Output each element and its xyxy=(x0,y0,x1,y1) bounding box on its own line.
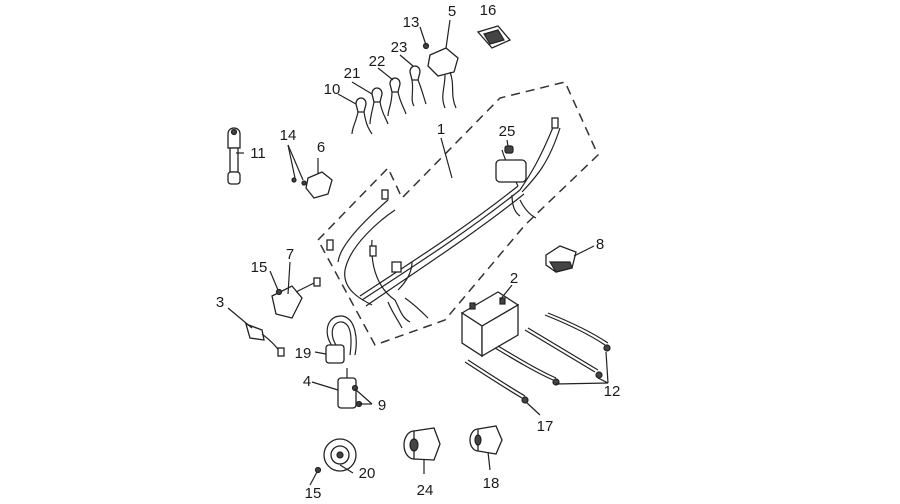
callout-22: 22 xyxy=(369,53,386,70)
part-3-sensor xyxy=(245,322,285,357)
part-6-unit xyxy=(291,171,333,199)
ignition-coil xyxy=(325,315,363,409)
callout-15-lower: 15 xyxy=(305,485,322,499)
main-wiring-harness xyxy=(326,117,561,329)
callout-23: 23 xyxy=(391,39,408,56)
callout-4: 4 xyxy=(303,373,311,390)
part-25-fitting xyxy=(504,145,514,154)
callout-24: 24 xyxy=(417,482,434,499)
callout-14: 14 xyxy=(280,127,297,144)
part-11-switch xyxy=(227,127,241,185)
callout-25: 25 xyxy=(499,123,516,140)
callout-7: 7 xyxy=(286,246,294,263)
callout-12: 12 xyxy=(604,383,621,400)
callout-5: 5 xyxy=(448,3,456,20)
part-16-cover xyxy=(476,25,512,49)
callout-18: 18 xyxy=(483,475,500,492)
callout-17: 17 xyxy=(537,418,554,435)
callout-2: 2 xyxy=(510,270,518,287)
leader-lines xyxy=(227,19,609,486)
part-24-socket xyxy=(403,427,441,461)
callout-19: 19 xyxy=(295,345,312,362)
callout-1: 1 xyxy=(437,121,445,138)
relay xyxy=(545,245,577,273)
callout-15-upper: 15 xyxy=(251,259,268,276)
bulbs xyxy=(351,65,427,135)
part-5-regulator xyxy=(422,42,459,109)
callout-20: 20 xyxy=(359,465,376,482)
part-7-switch xyxy=(271,277,321,319)
callout-13: 13 xyxy=(403,14,420,31)
callout-11: 11 xyxy=(250,145,266,162)
callouts: 1 2 3 4 5 6 7 8 9 10 11 12 13 14 15 15 1… xyxy=(216,2,621,502)
callout-6: 6 xyxy=(317,139,325,156)
horn xyxy=(314,438,357,474)
harness-group-outline xyxy=(317,81,599,346)
callout-3: 3 xyxy=(216,294,224,311)
battery-cables xyxy=(464,312,611,404)
callout-21: 21 xyxy=(344,65,361,82)
battery xyxy=(460,291,520,358)
callout-10: 10 xyxy=(324,81,341,98)
part-18-socket xyxy=(469,425,503,455)
callout-8: 8 xyxy=(596,236,604,253)
callout-9: 9 xyxy=(378,397,386,414)
callout-16: 16 xyxy=(480,2,497,19)
